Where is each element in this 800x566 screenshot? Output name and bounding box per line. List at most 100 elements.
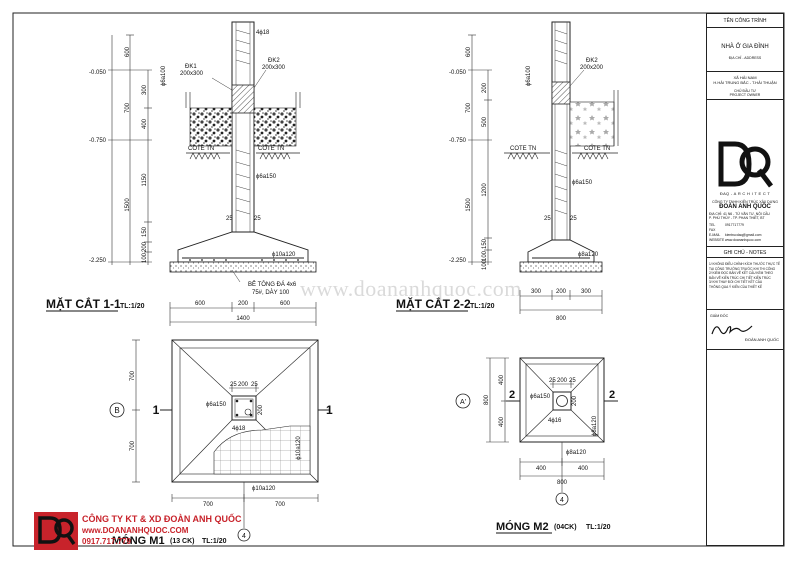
footer-logo — [34, 512, 78, 550]
logo-subtitle: ĐAQ - A R C H I T E C T — [719, 191, 771, 196]
contact-key: WEBSITE — [709, 238, 725, 242]
dim-label: 25 — [230, 382, 237, 388]
dim-label: 25 — [251, 382, 258, 388]
contact-key: FAX — [709, 228, 716, 232]
beam-size: 200x300 — [262, 65, 286, 71]
contact-key: TEL — [709, 223, 716, 227]
address-line: H.HẢI TRUNG BẮC - T.HẢI THUẬN — [713, 80, 777, 85]
notes-cell: 1/ KHÔNG ĐIỀU CHỈNH KÍCH THƯỚC THỰC TẾ T… — [707, 258, 783, 310]
dim-label: 500 — [482, 116, 488, 127]
plan-title: MÓNG M2 — [496, 520, 549, 533]
contact-value: kientrucdaq@gmail.com — [725, 233, 762, 237]
company-address: P. PHÚ THỦY - TP. PHAN THIẾT, BT — [709, 216, 765, 220]
dim-label: 700 — [130, 370, 136, 381]
company-line: CÔNG TY TNHH KIẾN TRÚC XÂY DỰNG — [712, 200, 778, 204]
dim-label: 1150 — [142, 173, 148, 187]
dim-label: 400 — [578, 466, 589, 472]
project-name-cell: NHÀ Ở GIA ĐÌNH ĐỊA CHỈ - ADDRESS — [707, 28, 783, 72]
beam-label: ĐK2 — [268, 58, 280, 64]
tick-label: 25 — [254, 216, 261, 222]
dim-label: 200 — [142, 241, 148, 252]
project-label-cell: TÊN CÔNG TRÌNH — [707, 14, 783, 28]
dim-label: 700 — [203, 502, 214, 508]
dim-label: 700 — [466, 102, 472, 113]
dim-label: 200 — [572, 395, 578, 406]
plan-scale: TL:1/20 — [202, 538, 227, 545]
sheet-border — [12, 12, 785, 547]
signature-cell: GIÁM ĐỐC ĐOÀN ANH QUỐC — [707, 310, 783, 350]
address-label: ĐỊA CHỈ - ADDRESS — [728, 56, 762, 60]
axis-bubble — [237, 528, 251, 542]
dim-label: 200 — [557, 378, 568, 384]
section-1-1: -0.050 -0.750 -2.250 600 700 300 400 150… — [46, 21, 317, 326]
level-label: -2.250 — [449, 258, 467, 264]
note-line: 3/ KHI THAY ĐỔI CHI TIẾT KẾT CẤU — [709, 280, 763, 285]
dim-label: 1500 — [466, 198, 472, 212]
dim-label: 400 — [499, 374, 505, 385]
dim-label: 200 — [238, 301, 249, 307]
axis-label: A' — [460, 399, 466, 406]
signer-name: ĐOÀN ANH QUỐC — [744, 337, 779, 342]
company-logo-icon — [718, 141, 773, 188]
tick-label: 25 — [570, 216, 577, 222]
tick-label: 25 — [544, 216, 551, 222]
company-cell: ĐAQ - A R C H I T E C T CÔNG TY TNHH KIẾ… — [707, 100, 783, 246]
dim-label: 600 — [195, 301, 206, 307]
address-cell: XÃ HẢI NAM H.HẢI TRUNG BẮC - T.HẢI THUẬN… — [707, 72, 783, 100]
dim-label: 600 — [466, 46, 472, 57]
dim-label: 800 — [556, 316, 567, 322]
section-title: MẶT CẮT 1-1 — [46, 296, 121, 311]
plan-qty: (04CK) — [554, 524, 577, 531]
plan-mong-m2: 2 2 25 200 25 ϕ6a150 4ϕ16 200 ϕ8a120 ϕ8a… — [455, 357, 618, 534]
bar-label: ϕ8a120 — [578, 252, 599, 258]
signature-icon — [711, 325, 753, 335]
bar-label: 4ϕ16 — [548, 418, 562, 424]
watermark: www.doananhquoc.com — [300, 276, 522, 301]
dim-label: 600 — [125, 46, 131, 57]
column-ties — [235, 29, 251, 215]
cote-label: COTE TN — [510, 146, 536, 152]
plan-title: MÓNG M1 — [112, 534, 165, 547]
dim-label: 100 — [482, 250, 488, 261]
cut-marker: 1 — [326, 403, 333, 417]
bar-label: 4ϕ18 — [256, 30, 270, 36]
owner-label: CHỦ ĐẦU TƯ — [734, 89, 756, 93]
footer-site: www.DOANANHQUOC.COM — [82, 526, 189, 535]
section-scale: TL:1/20 — [120, 303, 145, 310]
plan-qty: (13 CK) — [170, 538, 195, 545]
contact-value: 0917717779 — [725, 223, 744, 227]
dim-label: 400 — [499, 416, 505, 427]
plan-scale: TL:1/20 — [586, 524, 611, 531]
level-label: -2.250 — [89, 258, 107, 264]
beam-label: ĐK1 — [185, 64, 197, 70]
contact-key: E-MAIL — [709, 233, 721, 237]
cut-marker: 2 — [609, 389, 615, 401]
company-name: ĐOÀN ANH QUỐC — [719, 204, 771, 210]
address-line: XÃ HẢI NAM — [733, 75, 757, 80]
beam-size: 200x200 — [580, 65, 604, 71]
dim-label: 1200 — [482, 183, 488, 197]
footer-text: CÔNG TY KT & XD ĐOÀN ANH QUỐC www.DOANAN… — [82, 514, 242, 547]
axis-label: 4 — [242, 533, 246, 540]
dim-label: 200 — [482, 82, 488, 93]
tie-label: ϕ6a150 — [530, 394, 551, 400]
note-line: 2/ KIỂM ĐỌC BẢN VẼ KẾT CẤU KÈM THEO — [709, 271, 774, 276]
contact-list: TEL 0917717779 FAX E-MAIL kientrucdaq@gmai… — [707, 223, 783, 243]
beam-label: ĐK2 — [586, 58, 598, 64]
dim-label: 700 — [125, 102, 131, 113]
dim-label: 700 — [275, 502, 286, 508]
dim-label: 100 — [142, 252, 148, 263]
title-block: TÊN CÔNG TRÌNH NHÀ Ở GIA ĐÌNH ĐỊA CHỈ - … — [706, 13, 784, 546]
contact-value: www.doananhquoc.com — [725, 238, 762, 242]
dim-label: 800 — [557, 480, 568, 486]
contact-row: TEL 0917717779 — [709, 223, 783, 228]
dim-label: 25 — [569, 378, 576, 384]
bar-label: ϕ10a120 — [252, 486, 276, 492]
company-address: ĐỊA CHỈ: 41 N6 - TỪ VĂN TƯ, NỘI CẦU — [709, 212, 770, 216]
axis-bubble — [109, 402, 125, 418]
footer-phone: 0917.717.779 — [82, 537, 131, 546]
tie-label: ϕ6a100 — [161, 65, 167, 86]
plan-mong-m1: 1 1 25 200 25 ϕ6a150 4ϕ18 200 ϕ10a120 ϕ1… — [109, 339, 333, 547]
contact-row: FAX — [709, 228, 783, 233]
level-label: -0.750 — [89, 138, 107, 144]
